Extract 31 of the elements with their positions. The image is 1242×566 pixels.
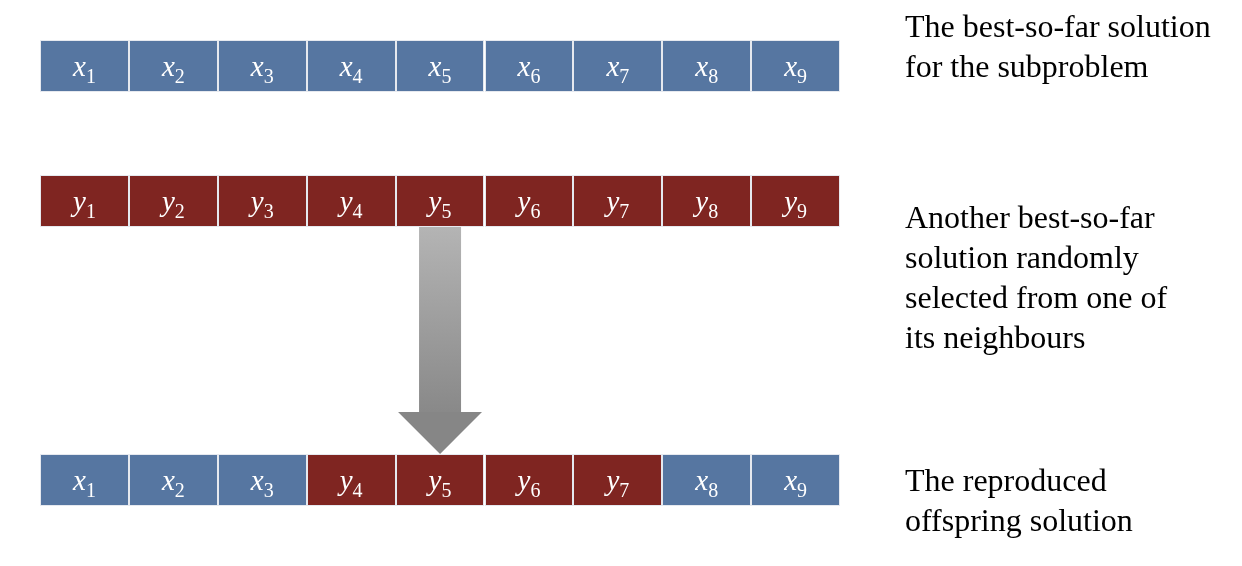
variable-block: x$_{9}$	[751, 40, 841, 92]
variable-block: y$_{4}$	[306, 175, 396, 227]
block-arrow	[398, 227, 483, 454]
variable-block: x$_{7}$	[573, 40, 663, 92]
variable-block: x$_{4}$	[306, 40, 396, 92]
variable-block: y$_{4}$	[306, 454, 396, 506]
variable-block: y$_{1}$	[40, 175, 129, 227]
variable-block: x$_{2}$	[128, 40, 218, 92]
variable-block: y$_{7}$	[573, 175, 663, 227]
variable-block: y$_{2}$	[128, 175, 218, 227]
variable-block: y$_{3}$	[217, 175, 307, 227]
variable-block: y$_{5}$	[395, 454, 485, 506]
variable-block: x$_{3}$	[217, 454, 307, 506]
variable-block: y$_{6}$	[484, 175, 574, 227]
variable-block: x$_{9}$	[751, 454, 841, 506]
description-text: The reproduced offspring solution	[905, 461, 1134, 540]
variable-block: y$_{6}$	[484, 454, 574, 506]
variable-block: y$_{5}$	[395, 175, 485, 227]
variable-block: x$_{8}$	[662, 40, 752, 92]
variable-block: x$_{3}$	[217, 40, 307, 92]
variable-block: y$_{9}$	[751, 175, 841, 227]
variable-block: x$_{6}$	[484, 40, 574, 92]
description-text: Another best-so-far solution randomly selected from one of its neighbours	[905, 198, 1169, 357]
variable-block: y$_{8}$	[662, 175, 752, 227]
variable-block: y$_{7}$	[573, 454, 663, 506]
variable-block: x$_{8}$	[662, 454, 752, 506]
variable-block: x$_{2}$	[128, 454, 218, 506]
variable-block: x$_{1}$	[40, 454, 129, 506]
variable-block: x$_{5}$	[395, 40, 485, 92]
variable-block: x$_{1}$	[40, 40, 129, 92]
description-text: The best-so-far solution for the subproblem	[905, 7, 1212, 86]
